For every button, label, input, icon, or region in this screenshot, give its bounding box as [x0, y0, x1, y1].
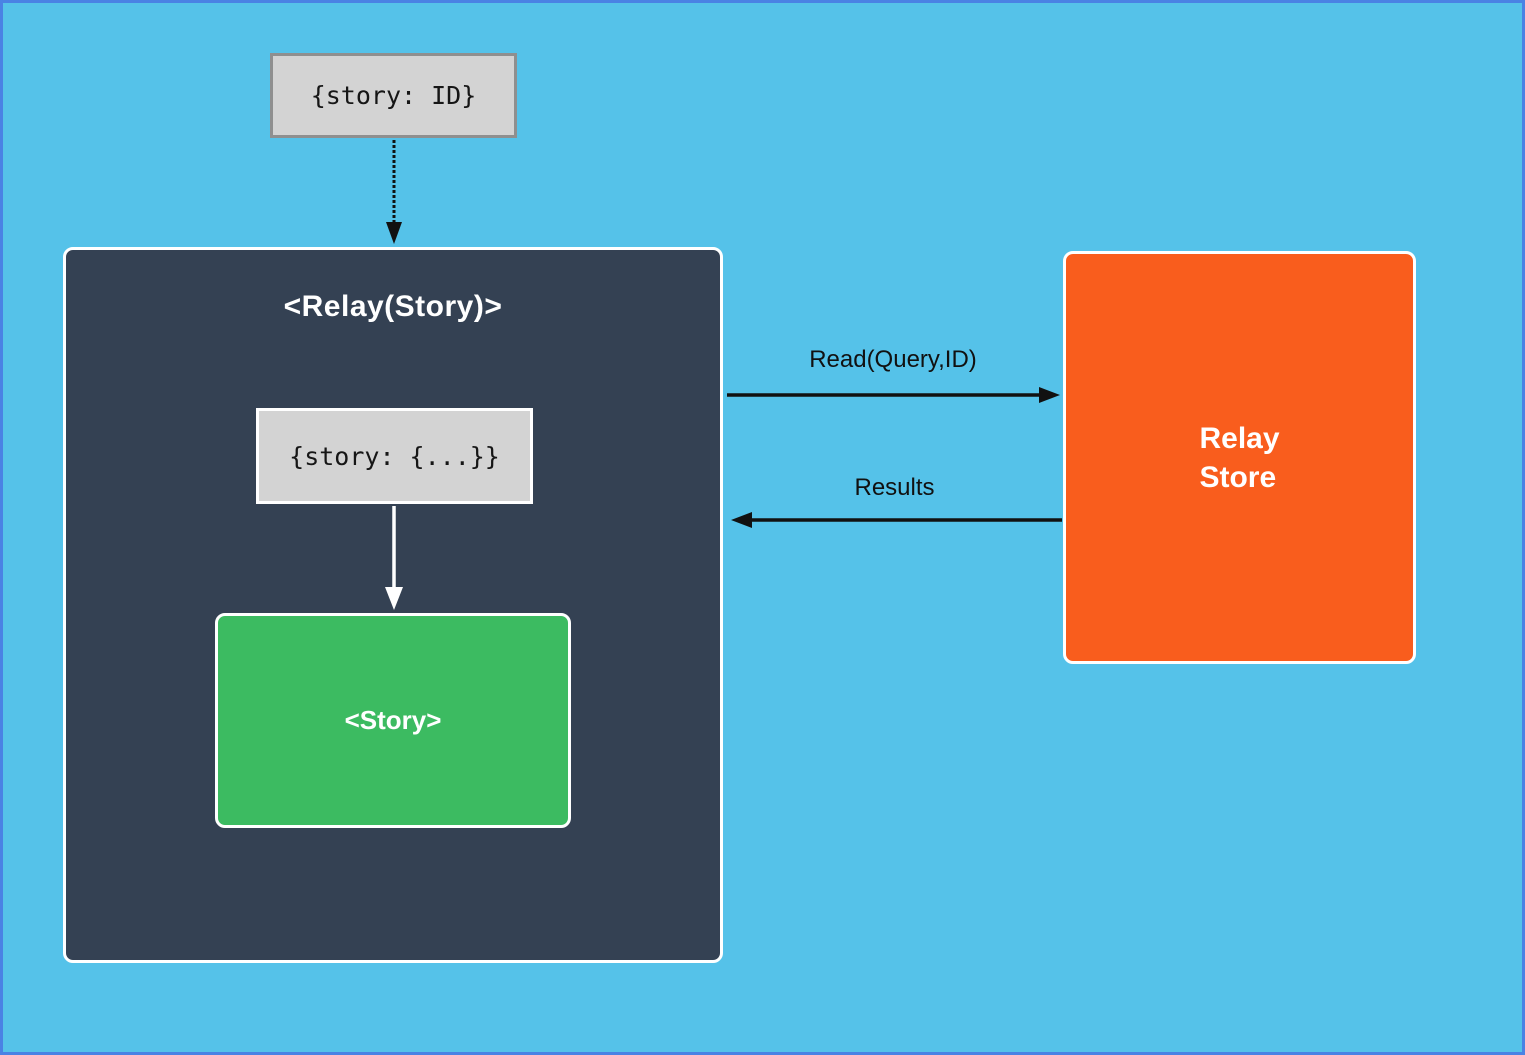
- read-arrow: [727, 387, 1060, 403]
- results-arrow: [731, 512, 1062, 528]
- inner-props-label: {story: {...}}: [289, 441, 500, 471]
- inner-props-box: {story: {...}}: [256, 408, 533, 504]
- story-component-box: <Story>: [215, 613, 571, 828]
- story-component-label: <Story>: [344, 705, 442, 735]
- relay-store-label: Relay Store: [1199, 421, 1280, 494]
- results-edge-label: Results: [854, 474, 935, 501]
- props-input-box: {story: ID}: [270, 53, 517, 138]
- relay-store-box: Relay Store: [1063, 251, 1416, 664]
- relay-component-title: <Relay(Story)>: [283, 290, 503, 323]
- props-to-relay-arrow: [386, 140, 402, 244]
- read-edge-label: Read(Query,ID): [809, 346, 977, 373]
- relay-component-box: <Relay(Story)>: [63, 247, 723, 963]
- props-input-label: {story: ID}: [310, 81, 477, 110]
